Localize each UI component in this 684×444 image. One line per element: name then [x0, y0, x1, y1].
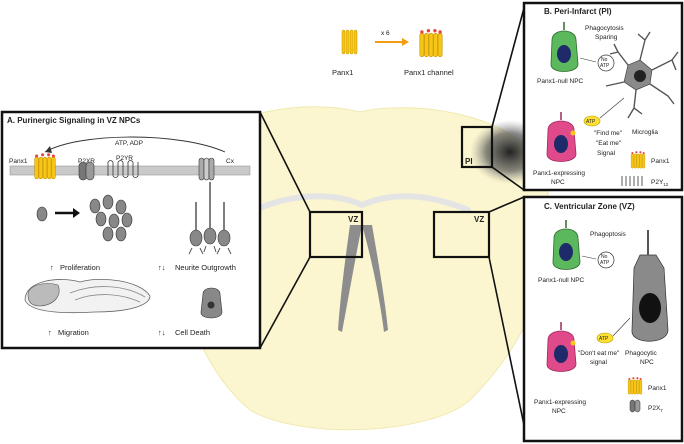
proliferation-label: Proliferation — [60, 263, 100, 272]
panel-c: C. Ventricular Zone (VZ) Panx1-null NPC … — [522, 195, 684, 443]
panel-a: A. Purinergic Signaling in VZ NPCs ATP, … — [0, 110, 262, 350]
vz-right-box — [432, 210, 491, 259]
migration-illustration — [24, 279, 151, 314]
panel-a-title: A. Purinergic Signaling in VZ NPCs — [7, 116, 141, 125]
expr-npc-c-label-2: NPC — [552, 408, 566, 415]
proliferation-illustration — [36, 194, 133, 242]
microglia-cell — [605, 31, 679, 119]
p2xr-label: P2XR — [78, 158, 95, 165]
legend-p2y-b-icon — [621, 176, 643, 186]
membrane — [9, 165, 251, 176]
panx1-channel-icon — [420, 29, 442, 57]
cx-label: Cx — [226, 158, 235, 165]
phagocytic-npc — [631, 230, 669, 342]
null-npc-b-label: Panx1-null NPC — [537, 78, 584, 85]
top-legend: Panx1 x 6 Panx1 channel — [332, 29, 454, 77]
panel-c-title: C. Ventricular Zone (VZ) — [544, 202, 635, 211]
panel-b-title: B. Peri-Infarct (PI) — [544, 7, 612, 16]
neurite-label: Neurite Outgrowth — [175, 263, 236, 272]
legend-p2x-c: P2X7 — [648, 405, 663, 413]
pi-label: PI — [465, 157, 473, 166]
left-ventricle — [338, 225, 362, 332]
microglia-label: Microglia — [632, 129, 658, 136]
no-atp-b-bubble — [597, 54, 615, 72]
atp-c-label: ATP — [599, 336, 609, 342]
no-atp-c-bubble — [597, 251, 615, 269]
p2xr-icon — [78, 161, 95, 181]
no-atp-b-1: No — [601, 57, 608, 63]
atp-b-label: ATP — [586, 119, 596, 125]
sparing-line2: Sparing — [595, 34, 618, 41]
atp-adp-label: ATP, ADP — [115, 140, 143, 147]
no-atp-c-2: ATP — [600, 260, 610, 266]
signal-label: Signal — [597, 150, 616, 157]
find-me-label: "Find me" — [594, 130, 623, 137]
cell-death-label: Cell Death — [175, 328, 210, 337]
migration-label: Migration — [58, 328, 89, 337]
panx1-expressing-npc-c — [546, 322, 577, 372]
dont-eat-label-2: signal — [590, 359, 608, 366]
eat-me-label: "Eat me" — [596, 140, 622, 147]
cell-death-arrow: ↑↓ — [158, 328, 166, 337]
phagocytic-label-2: NPC — [640, 359, 654, 366]
vz-left-box — [308, 210, 364, 259]
panx1-monomer-icon — [341, 29, 358, 55]
legend-panx1-c: Panx1 — [648, 385, 667, 392]
no-atp-c-1: No — [601, 254, 608, 260]
proliferation-arrow: ↑ — [50, 263, 54, 272]
legend-p2x-c-icon — [629, 399, 641, 413]
expr-npc-b-label-1: Panx1-expressing — [533, 170, 585, 177]
panx1-expressing-npc-b — [546, 112, 577, 162]
panx1-null-npc-b — [550, 22, 579, 72]
multiplier-label: x 6 — [381, 30, 390, 37]
corpus-callosum — [252, 193, 471, 213]
expr-npc-c-label-1: Panx1-expressing — [534, 399, 586, 406]
pi-box — [460, 125, 494, 169]
panx1-null-npc-c — [552, 220, 581, 270]
vz-right-label: VZ — [474, 215, 484, 224]
callout-lines — [259, 7, 525, 426]
panx1-channel-label: Panx1 channel — [404, 68, 454, 77]
cell-death-illustration — [200, 287, 223, 319]
migration-arrow: ↑ — [48, 328, 52, 337]
phagoptosis-label: Phagoptosis — [590, 231, 627, 238]
no-atp-b-2: ATP — [600, 63, 610, 69]
panx1-label: Panx1 — [332, 68, 353, 77]
panx1-a-label: Panx1 — [9, 158, 28, 165]
neurite-illustration — [188, 182, 232, 255]
phagocytic-label-1: Phagocytic — [625, 350, 658, 357]
panel-b: B. Peri-Infarct (PI) Panx1-null NPC Phag… — [522, 1, 684, 192]
atp-b-bubble — [583, 115, 601, 127]
sparing-line1: Phagocytosis — [585, 25, 624, 32]
legend-p2y-b: P2Y12 — [651, 179, 669, 187]
p2yr-label: P2YR — [116, 155, 133, 162]
p2yr-icon — [107, 160, 139, 178]
atp-arc — [44, 136, 226, 153]
neurite-arrow: ↑↓ — [158, 263, 166, 272]
dont-eat-label-1: "Don't eat me" — [578, 350, 620, 357]
vz-left-label: VZ — [348, 215, 358, 224]
atp-c-bubble — [596, 332, 614, 344]
null-npc-c-label: Panx1-null NPC — [538, 277, 585, 284]
legend-panx1-b: Panx1 — [651, 158, 670, 165]
expr-npc-b-label-2: NPC — [551, 179, 565, 186]
right-ventricle — [362, 225, 388, 332]
connexin-icon — [198, 157, 215, 181]
